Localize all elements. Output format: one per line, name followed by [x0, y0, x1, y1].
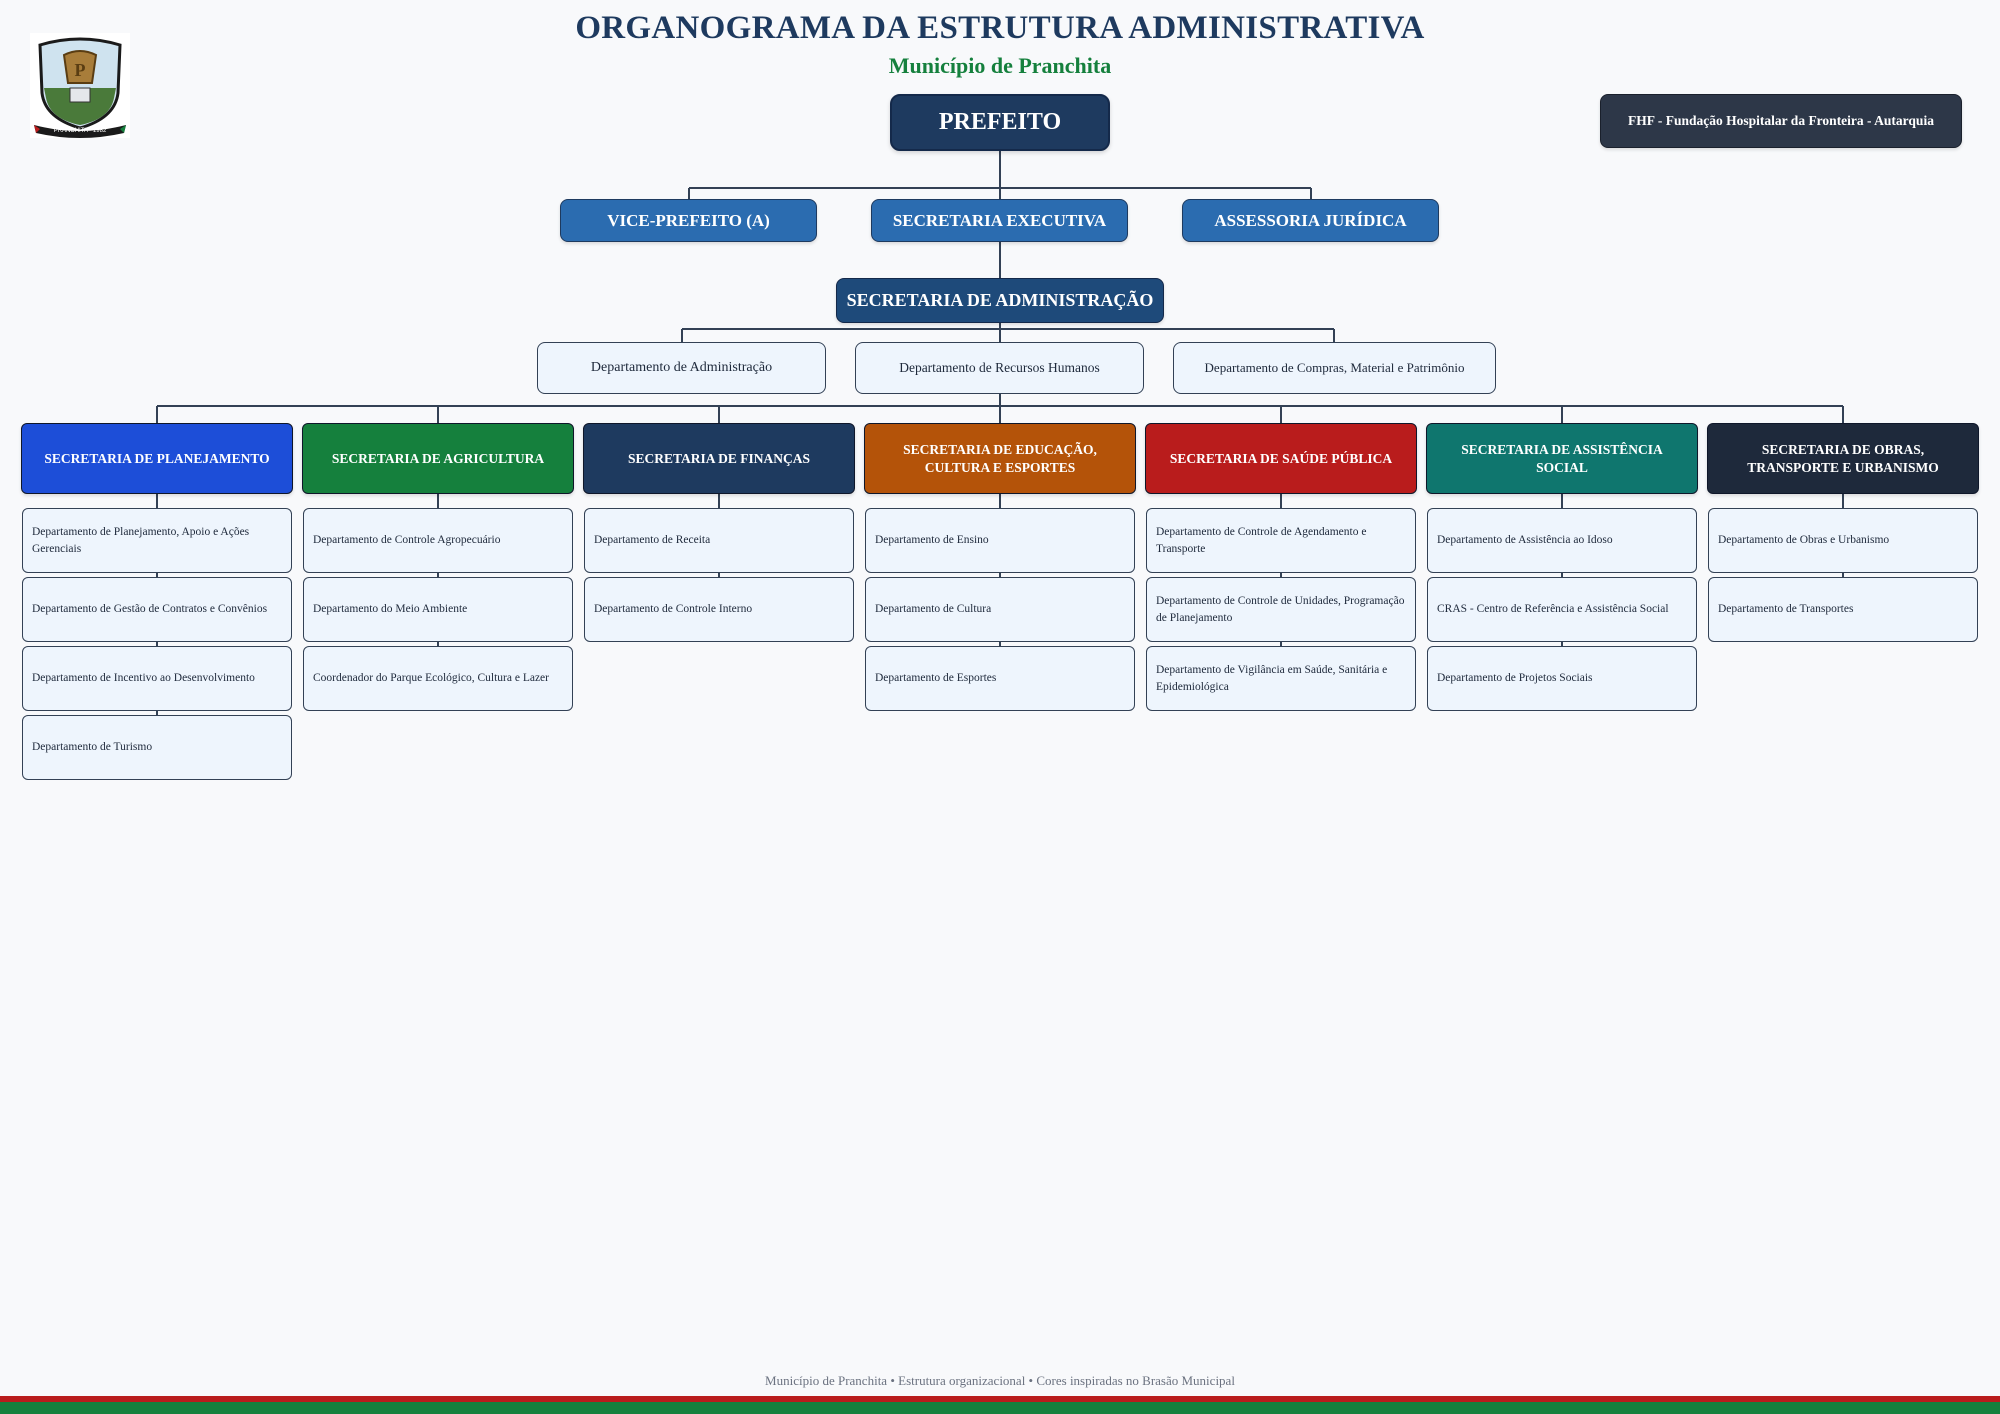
department-box[interactable]: Departamento do Meio Ambiente — [303, 577, 573, 642]
secretariat-label: SECRETARIA DE PLANEJAMENTO — [44, 450, 270, 466]
department-label: Departamento de Receita — [594, 534, 711, 547]
department-label: Departamento do Meio Ambiente — [313, 603, 468, 616]
department-label: Departamento de Incentivo ao Desenvolvim… — [32, 672, 255, 685]
node-dept-recursos-humanos[interactable]: Departamento de Recursos Humanos — [855, 342, 1144, 394]
department-label: Departamento de Planejamento, Apoio e Aç… — [32, 525, 250, 555]
department-label: Departamento de Controle de Unidades, Pr… — [1156, 594, 1405, 624]
node-fhf-autarquia[interactable]: FHF - Fundação Hospitalar da Fronteira -… — [1600, 94, 1962, 148]
department-box[interactable]: Departamento de Vigilância em Saúde, San… — [1146, 646, 1416, 711]
node-secretaria-administracao-label: SECRETARIA DE ADMINISTRAÇÃO — [846, 290, 1154, 310]
department-box[interactable]: CRAS - Centro de Referência e Assistênci… — [1427, 577, 1697, 642]
department-label: Departamento de Cultura — [875, 603, 992, 616]
node-prefeito[interactable]: PREFEITO — [890, 94, 1110, 151]
footer-stripe-red — [0, 1396, 2000, 1402]
node-dept-administracao-label: Departamento de Administração — [590, 360, 773, 375]
department-box[interactable]: Departamento de Turismo — [22, 715, 292, 780]
department-box[interactable]: Departamento de Incentivo ao Desenvolvim… — [22, 646, 292, 711]
page-title: ORGANOGRAMA DA ESTRUTURA ADMINISTRATIVA — [575, 10, 1425, 46]
department-label: Departamento de Transportes — [1718, 603, 1854, 616]
department-label: Coordenador do Parque Ecológico, Cultura… — [313, 672, 549, 685]
department-label: Departamento de Obras e Urbanismo — [1718, 534, 1890, 547]
department-box[interactable]: Departamento de Esportes — [865, 646, 1135, 711]
node-assessoria-juridica[interactable]: ASSESSORIA JURÍDICA — [1182, 199, 1439, 242]
department-box[interactable]: Departamento de Assistência ao Idoso — [1427, 508, 1697, 573]
crest-motto: PRANCHITA - 1982 — [54, 128, 107, 134]
secretariat-box[interactable]: SECRETARIA DE ASSISTÊNCIA SOCIAL — [1426, 423, 1698, 494]
secretariat-label: SECRETARIA DE EDUCAÇÃO, CULTURA E ESPORT… — [903, 441, 1097, 475]
secretariat-box[interactable]: SECRETARIA DE EDUCAÇÃO, CULTURA E ESPORT… — [864, 423, 1136, 494]
department-box[interactable]: Coordenador do Parque Ecológico, Cultura… — [303, 646, 573, 711]
svg-text:P: P — [75, 60, 86, 80]
department-box[interactable]: Departamento de Obras e Urbanismo — [1708, 508, 1978, 573]
department-label: Departamento de Controle de Agendamento … — [1156, 525, 1367, 555]
secretariat-box[interactable]: SECRETARIA DE FINANÇAS — [583, 423, 855, 494]
department-label: Departamento de Turismo — [32, 741, 153, 754]
department-box[interactable]: Departamento de Controle Interno — [584, 577, 854, 642]
node-dept-recursos-humanos-label: Departamento de Recursos Humanos — [899, 360, 1100, 375]
municipal-crest-logo: P PRANCHITA - 1982 — [30, 33, 130, 138]
department-label: Departamento de Vigilância em Saúde, San… — [1156, 663, 1388, 693]
department-box[interactable]: Departamento de Controle Agropecuário — [303, 508, 573, 573]
department-label: Departamento de Ensino — [875, 534, 989, 547]
department-box[interactable]: Departamento de Projetos Sociais — [1427, 646, 1697, 711]
department-box[interactable]: Departamento de Planejamento, Apoio e Aç… — [22, 508, 292, 573]
secretariat-label: SECRETARIA DE OBRAS, TRANSPORTE E URBANI… — [1747, 441, 1939, 475]
footer-note: Município de Pranchita • Estrutura organ… — [765, 1373, 1235, 1388]
secretariat-box[interactable]: SECRETARIA DE OBRAS, TRANSPORTE E URBANI… — [1707, 423, 1979, 494]
department-label: Departamento de Esportes — [875, 672, 997, 685]
node-fhf-label: FHF - Fundação Hospitalar da Fronteira -… — [1628, 113, 1934, 128]
department-label: Departamento de Projetos Sociais — [1437, 672, 1593, 685]
department-box[interactable]: Departamento de Controle de Agendamento … — [1146, 508, 1416, 573]
secretariat-label: SECRETARIA DE AGRICULTURA — [331, 450, 545, 466]
secretariat-label: SECRETARIA DE FINANÇAS — [627, 450, 811, 466]
node-vice-prefeito[interactable]: VICE-PREFEITO (A) — [560, 199, 817, 242]
node-dept-administracao[interactable]: Departamento de Administração — [537, 342, 826, 394]
node-assessoria-juridica-label: ASSESSORIA JURÍDICA — [1214, 210, 1407, 230]
node-secretaria-executiva[interactable]: SECRETARIA EXECUTIVA — [871, 199, 1128, 242]
secretariat-label: SECRETARIA DE ASSISTÊNCIA SOCIAL — [1461, 441, 1663, 475]
footer-stripe-green — [0, 1402, 2000, 1414]
department-box[interactable]: Departamento de Transportes — [1708, 577, 1978, 642]
page-subtitle: Município de Pranchita — [888, 53, 1112, 78]
node-vice-prefeito-label: VICE-PREFEITO (A) — [607, 210, 770, 230]
node-secretaria-executiva-label: SECRETARIA EXECUTIVA — [892, 210, 1107, 230]
department-label: CRAS - Centro de Referência e Assistênci… — [1437, 603, 1669, 616]
department-label: Departamento de Controle Interno — [594, 603, 753, 616]
node-prefeito-label: PREFEITO — [938, 109, 1062, 135]
department-label: Departamento de Controle Agropecuário — [313, 534, 501, 547]
department-label: Departamento de Assistência ao Idoso — [1437, 534, 1613, 547]
department-box[interactable]: Departamento de Receita — [584, 508, 854, 573]
node-dept-compras[interactable]: Departamento de Compras, Material e Patr… — [1173, 342, 1496, 394]
department-box[interactable]: Departamento de Ensino — [865, 508, 1135, 573]
secretariat-box[interactable]: SECRETARIA DE PLANEJAMENTO — [21, 423, 293, 494]
department-box[interactable]: Departamento de Controle de Unidades, Pr… — [1146, 577, 1416, 642]
secretariat-label: SECRETARIA DE SAÚDE PÚBLICA — [1169, 450, 1393, 466]
node-secretaria-administracao[interactable]: SECRETARIA DE ADMINISTRAÇÃO — [836, 278, 1164, 323]
department-label: Departamento de Gestão de Contratos e Co… — [32, 603, 268, 616]
secretariat-box[interactable]: SECRETARIA DE SAÚDE PÚBLICA — [1145, 423, 1417, 494]
node-dept-compras-label: Departamento de Compras, Material e Patr… — [1204, 360, 1465, 375]
department-box[interactable]: Departamento de Cultura — [865, 577, 1135, 642]
department-box[interactable]: Departamento de Gestão de Contratos e Co… — [22, 577, 292, 642]
secretariat-box[interactable]: SECRETARIA DE AGRICULTURA — [302, 423, 574, 494]
